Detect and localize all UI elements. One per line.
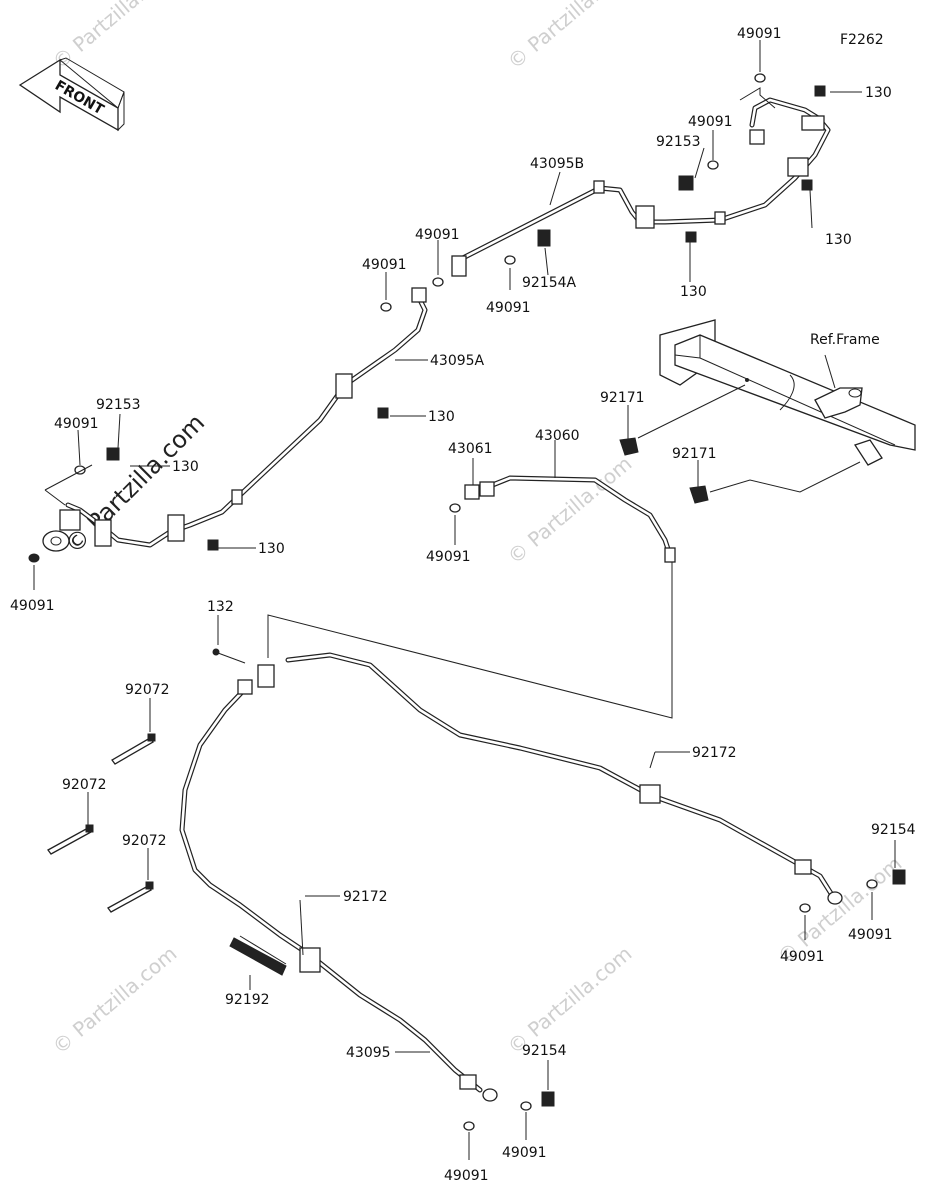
callout-c37: 49091	[444, 1168, 489, 1184]
callout-c36: 49091	[502, 1145, 547, 1161]
callout-c23: 92171	[672, 446, 717, 462]
callout-c6: 43095B	[530, 156, 584, 172]
callout-c16: 130	[172, 459, 199, 475]
callout-c18: 49091	[10, 598, 55, 614]
leader-lines	[33, 40, 896, 1160]
callout-c3: 49091	[688, 114, 733, 130]
watermark: © Partzilla.com	[48, 0, 182, 74]
ref-frame-label: Ref.Frame	[810, 332, 880, 348]
ref-frame	[659, 319, 916, 466]
callout-c30: 92154	[871, 822, 916, 838]
callout-c1: 49091	[737, 26, 782, 42]
callout-c34: 43095	[346, 1045, 391, 1061]
fasteners	[207, 73, 826, 551]
front-arrow-icon: FRONT	[18, 57, 125, 132]
callout-labels: 49091 130 49091 92153 130 43095B 49091 4…	[10, 26, 916, 1184]
callout-c2: 130	[865, 85, 892, 101]
callout-c19: 43061	[448, 441, 493, 457]
callout-c14: 92153	[96, 397, 141, 413]
callout-c29: 92172	[343, 889, 388, 905]
callout-c24: 132	[207, 599, 234, 615]
callout-c5: 130	[825, 232, 852, 248]
callout-c9: 92154A	[522, 275, 577, 291]
callout-c33: 92192	[225, 992, 270, 1008]
callout-c8: 49091	[362, 257, 407, 273]
watermark: © Partzilla.com	[503, 941, 637, 1059]
cable-43095	[179, 562, 906, 1131]
callout-c27: 92072	[122, 833, 167, 849]
callout-c11: 130	[680, 284, 707, 300]
callout-c26: 92072	[62, 777, 107, 793]
callout-c17: 130	[258, 541, 285, 557]
figure-code: F2262	[840, 32, 884, 48]
watermark: © Partzilla.com	[503, 0, 637, 74]
watermark: © Partzilla.com	[503, 451, 637, 569]
callout-c32: 49091	[780, 949, 825, 965]
callout-c15: 49091	[54, 416, 99, 432]
brake-line-43060	[449, 437, 709, 563]
bolt-132	[212, 648, 246, 664]
callout-c4: 92153	[656, 134, 701, 150]
brake-line-43095a	[65, 255, 467, 548]
spring-92192	[229, 935, 287, 976]
callout-c20: 43060	[535, 428, 580, 444]
callout-c35: 92154	[522, 1043, 567, 1059]
left-fitting-cluster	[28, 447, 120, 563]
callout-c13: 130	[428, 409, 455, 425]
callout-c7: 49091	[415, 227, 460, 243]
callout-c10: 49091	[486, 300, 531, 316]
cable-ties	[47, 733, 156, 913]
callout-c21: 49091	[426, 549, 471, 565]
callout-c31: 49091	[848, 927, 893, 943]
callout-c12: 43095A	[430, 353, 485, 369]
callout-c28: 92172	[692, 745, 737, 761]
watermark: © Partzilla.com	[48, 941, 182, 1059]
callout-c25: 92072	[125, 682, 170, 698]
brake-line-43095b	[452, 97, 831, 265]
callout-c22: 92171	[600, 390, 645, 406]
